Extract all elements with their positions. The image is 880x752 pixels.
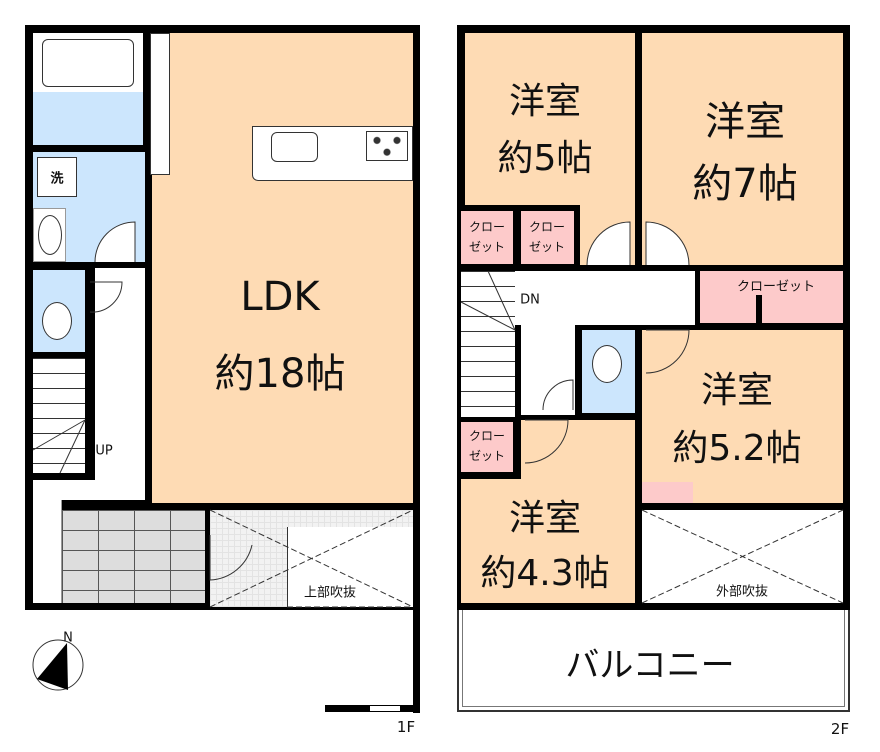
closet-wide-label: クローゼット [736,279,816,295]
floor-1-label: 1F [396,718,416,736]
closet-a-label: クローゼット [469,217,505,257]
balcony-inner-line [462,610,845,707]
room-4-3-name: 洋室 [508,498,582,539]
hallway-2f [515,271,695,325]
1f-void-label: 上部吹抜 [303,585,357,601]
stairs-2f [461,271,515,417]
entrance-closet [33,500,62,603]
closet-a-label-2: ゼット [468,240,506,254]
room-7-size: 約7帖 [692,161,798,207]
hallway-2f-lower [521,325,575,415]
closet-b-label: クローゼット [529,217,565,257]
room-4-3-upper [521,420,635,480]
entrance-floor [62,510,205,603]
room-7-name: 洋室 [705,99,785,145]
room-5-2-size: 約5.2帖 [672,428,802,469]
1f-bottom-window [370,706,400,711]
closet-b-label-1: クロー [528,220,566,234]
closet-wide-divider [756,295,762,323]
balcony[interactable] [457,610,850,712]
sink-bowl-icon [38,215,62,255]
stairs-down-label: DN [520,292,540,308]
closet-b-label-2: ゼット [528,240,566,254]
closet-c-label: クローゼット [469,426,505,466]
toilet-icon [42,302,72,340]
stairs-1f [33,358,85,473]
closet-b[interactable] [521,211,574,264]
room-7[interactable] [642,33,843,265]
room-5-size: 約5帖 [497,138,593,179]
closet-wide[interactable] [700,271,843,323]
hallway-1f [90,268,145,500]
room-4-3[interactable] [461,479,635,603]
room-5-2[interactable] [642,330,843,503]
room-5-name: 洋室 [508,81,582,122]
small-closet[interactable] [642,482,693,503]
room-5[interactable] [465,33,635,205]
ldk-name: LDK [240,274,320,320]
floor-2-label: 2F [830,720,850,738]
room-5-2-name: 洋室 [700,370,774,411]
1f-bath-tub-area [33,33,143,92]
toilet-2f-icon [592,345,622,383]
closet-c-label-1: クロー [468,429,506,443]
bathtub-icon [42,39,134,87]
ldk-room[interactable] [152,33,413,503]
bathroom [33,92,143,145]
closet-c[interactable] [461,422,513,472]
hall-lower [33,480,145,500]
balcony-label: バルコニー [565,645,735,686]
1f-right-wall-ext [413,603,420,713]
stairs-up-label: UP [95,443,113,459]
compass-north-label: N [63,630,73,646]
stove-icon [366,131,408,161]
closet-c-label-2: ゼット [468,449,506,463]
ldk-size: 約18帖 [214,351,346,397]
room-4-3-size: 約4.3帖 [480,553,610,594]
kitchen-sink-icon [271,132,318,162]
laundry-mark: 洗 [50,171,64,187]
2f-void-label: 外部吹抜 [715,584,769,600]
ldk-partition [150,33,170,175]
closet-a-label-1: クロー [468,220,506,234]
closet-a[interactable] [461,211,513,264]
washing-machine-icon [37,157,77,197]
